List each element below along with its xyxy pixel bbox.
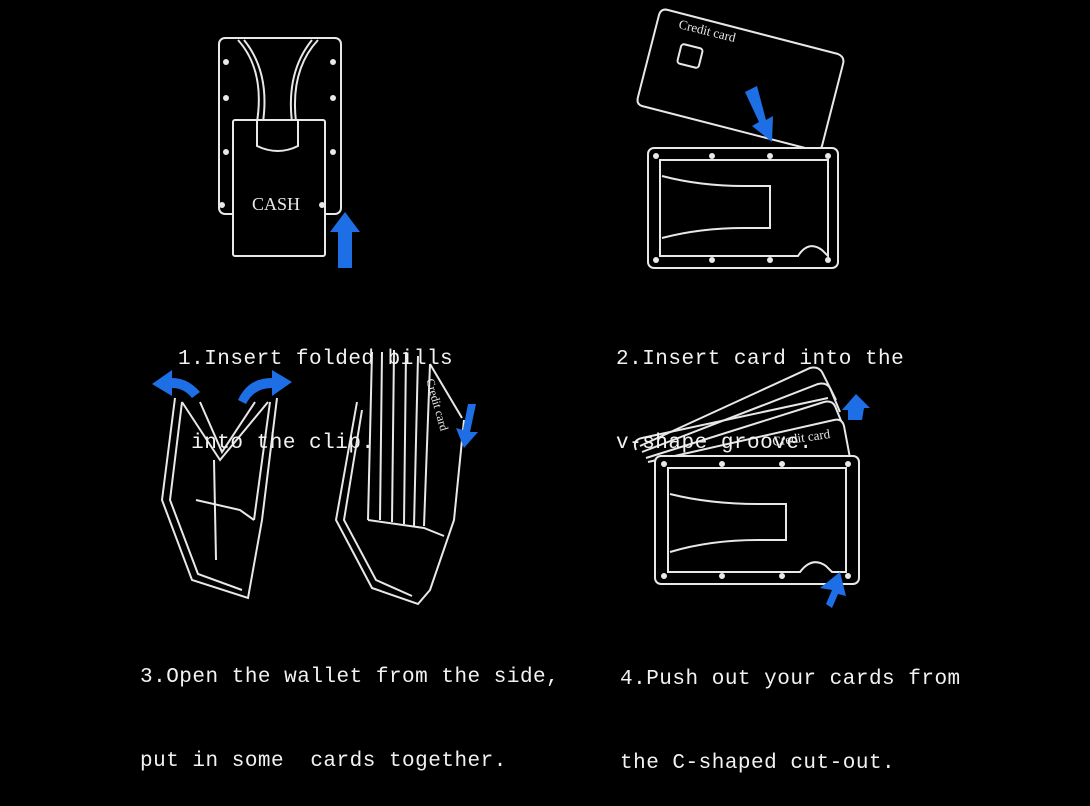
step4-caption: 4.Push out your cards from the C-shaped …	[620, 610, 961, 806]
open-wallet-right	[334, 401, 465, 606]
clip-screws	[219, 59, 336, 208]
step1-caption: 1.Insert folded bills into the clip.	[178, 290, 453, 486]
fanned-card-4	[633, 397, 829, 451]
credit-card	[636, 8, 845, 152]
step1-line1: 1.Insert folded bills	[178, 348, 454, 371]
wallet-plate-4	[654, 455, 860, 585]
fanned-card-3	[645, 400, 845, 459]
clip-spring	[237, 39, 319, 123]
step2-caption: 2.Insert card into the v-shape groove.	[616, 290, 904, 486]
step4-illustration	[633, 366, 860, 585]
step4-line1: 4.Push out your cards from	[620, 668, 961, 691]
fanned-card-2	[641, 382, 841, 453]
plate-screws	[653, 153, 831, 263]
fanned-card-1	[639, 366, 837, 447]
open-wallet-left	[160, 397, 278, 600]
step3-down-arrow	[456, 404, 478, 448]
step4-up-arrow-top	[842, 394, 870, 420]
cash-label: CASH	[252, 194, 300, 214]
step3-line1: 3.Open the wallet from the side,	[140, 666, 560, 689]
cash-bill	[232, 119, 326, 257]
step2-line1: 2.Insert card into the	[616, 348, 905, 371]
instruction-illustrations: CASH Credit card Credit card	[152, 8, 870, 608]
step1-line2: into the clip.	[178, 432, 375, 455]
wallet-plate	[647, 147, 839, 269]
front-card	[647, 418, 851, 463]
step3-illustration	[160, 349, 465, 606]
plate-screws-4	[661, 461, 851, 579]
step3-caption: 3.Open the wallet from the side, put in …	[140, 608, 559, 804]
v-groove-4	[669, 493, 787, 553]
step4-diag-arrow	[820, 572, 846, 608]
step3-curve-arrow-left	[152, 370, 200, 398]
step4-line2: the C-shaped cut-out.	[620, 752, 896, 775]
step3-curve-arrow-right	[238, 370, 292, 404]
step1-illustration	[218, 37, 342, 257]
v-groove	[661, 175, 771, 239]
inserted-cards	[367, 349, 431, 527]
card-chip	[676, 43, 704, 69]
step3-line2: put in some cards together.	[140, 750, 507, 773]
step1-up-arrow	[330, 212, 360, 268]
step2-line2: v-shape groove.	[616, 432, 813, 455]
step2-illustration	[636, 8, 845, 269]
step2-down-arrow	[745, 86, 773, 142]
